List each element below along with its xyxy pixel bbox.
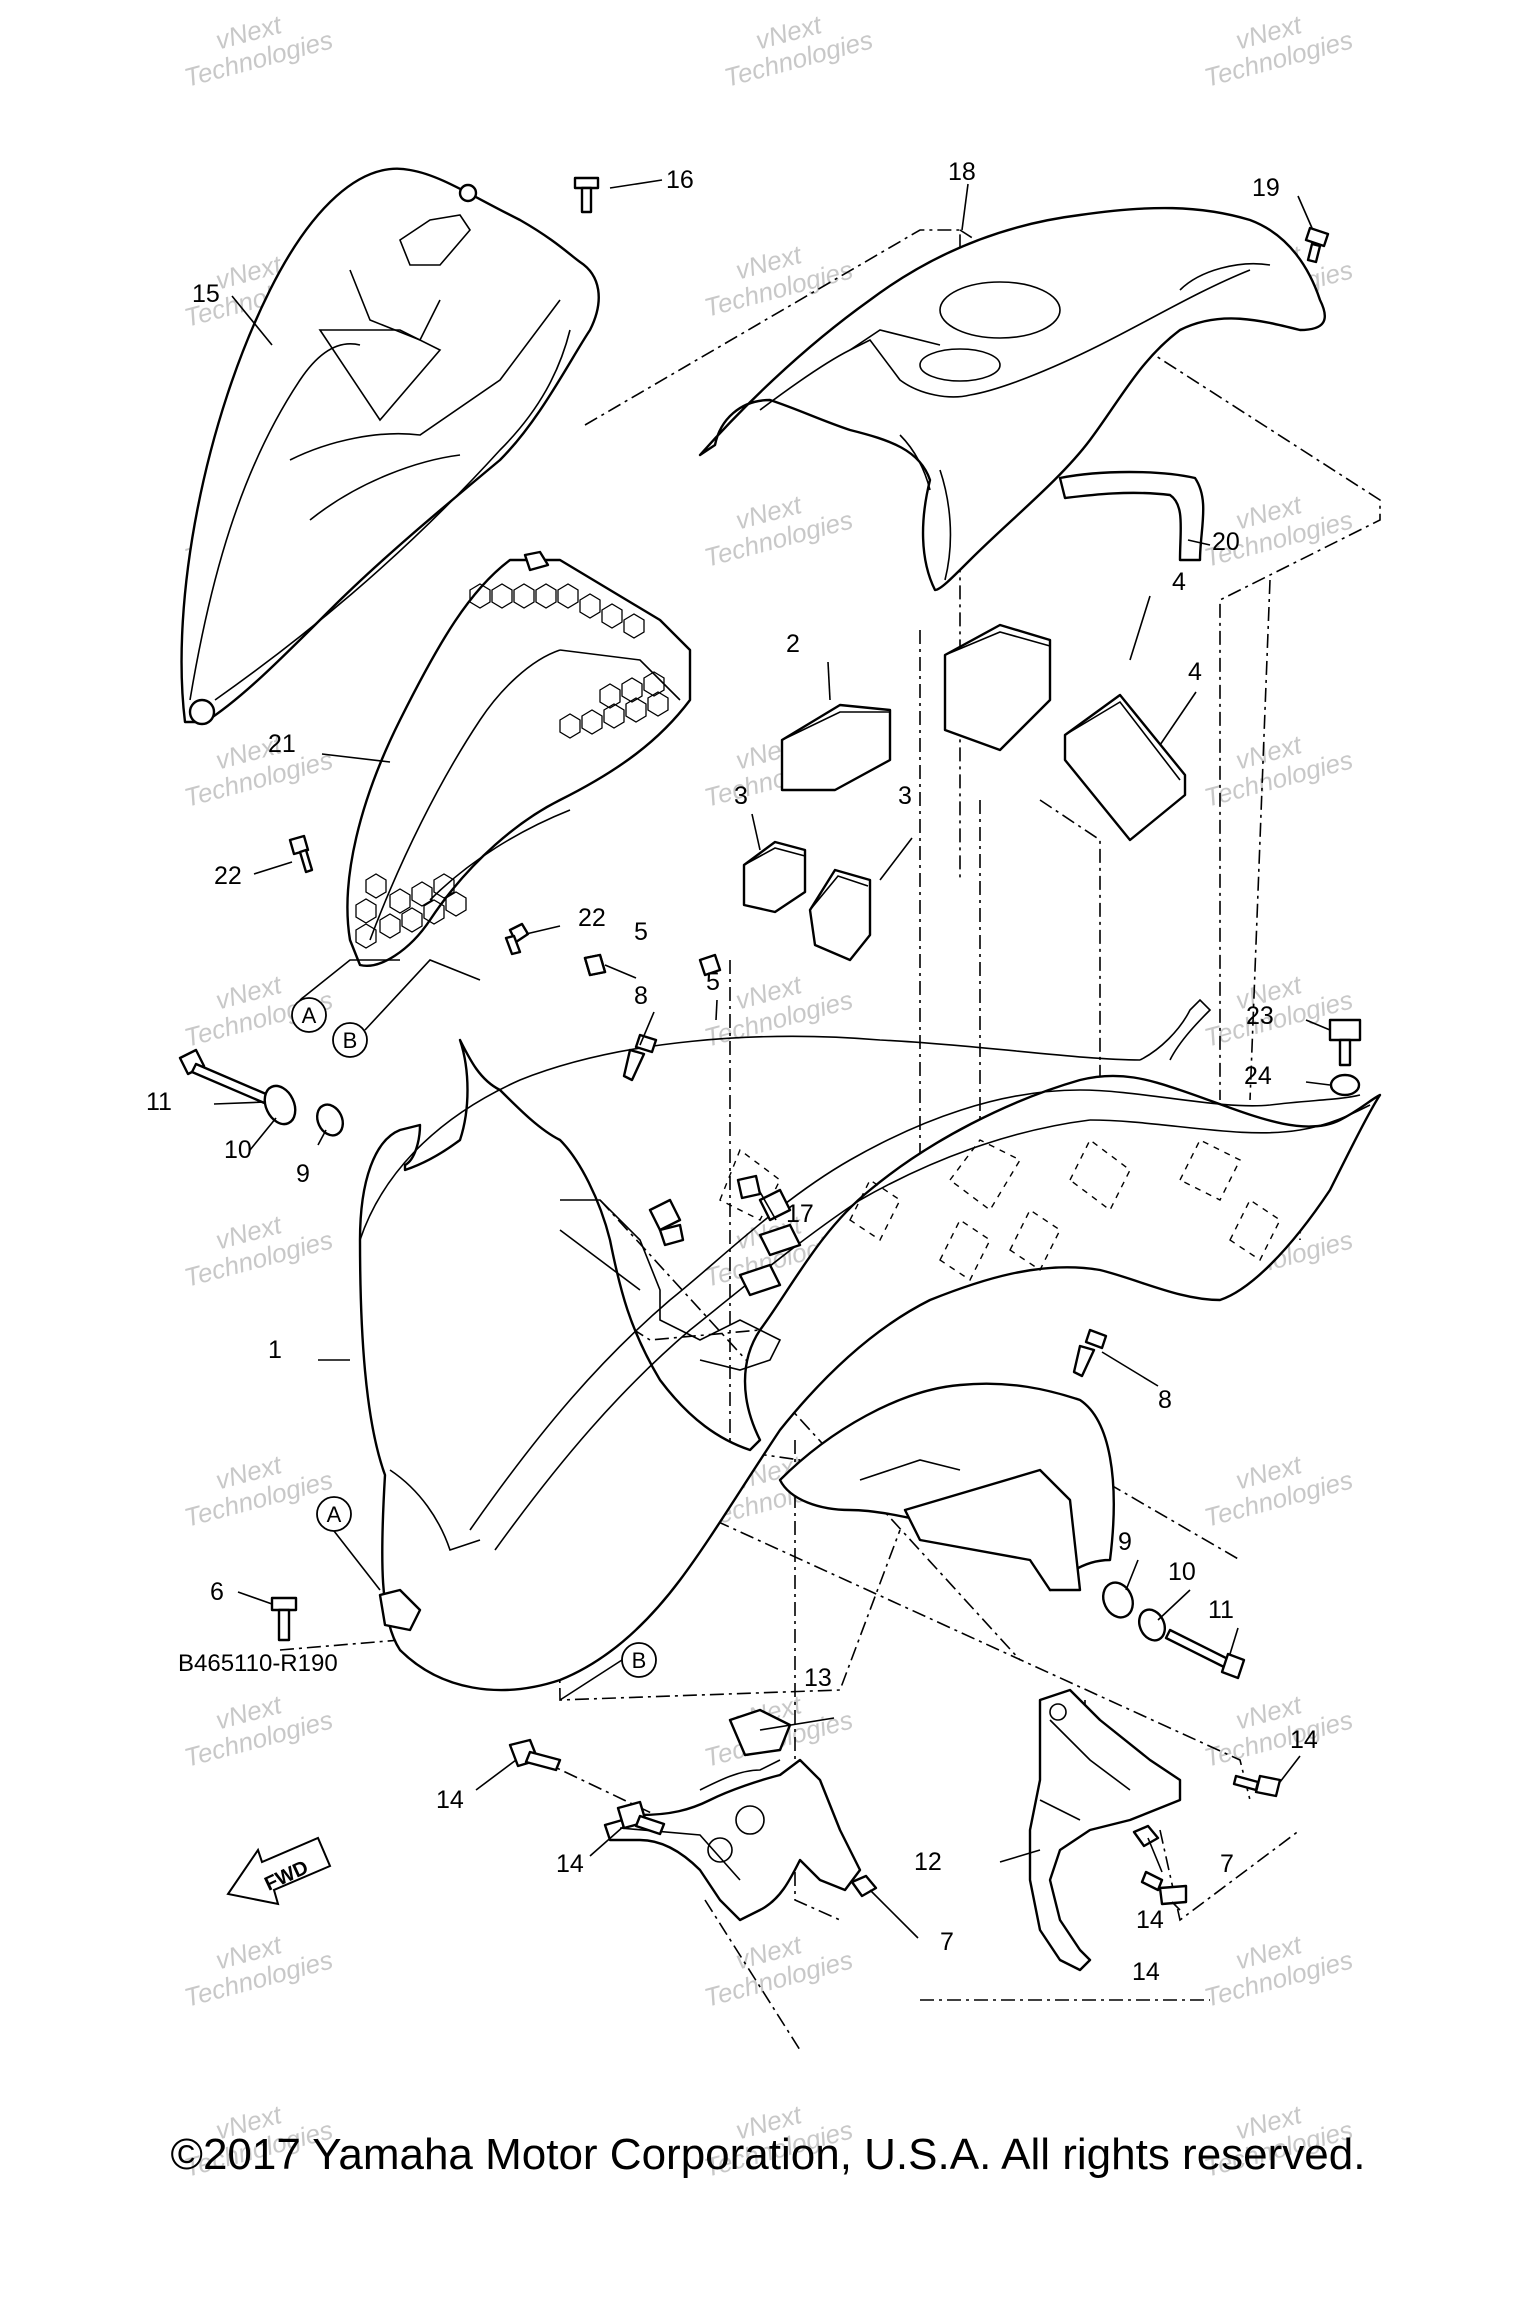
ref-b-upper-text: B: [343, 1028, 358, 1053]
diagram-code: B465110-R190: [178, 1650, 338, 1677]
reference-marks: A B A B: [291, 959, 657, 1701]
callout-22: 22: [578, 904, 606, 932]
strip-19: [1058, 470, 1205, 562]
ref-a-lower-text: A: [327, 1502, 342, 1527]
copyright-notice: ©2017 Yamaha Motor Corporation, U.S.A. A…: [170, 2130, 1366, 2179]
callout-4: 4: [1172, 568, 1186, 596]
callout-23: 23: [1246, 1002, 1274, 1030]
callout-3: 3: [734, 782, 748, 810]
callout-4: 4: [1188, 658, 1202, 686]
callout-24: 24: [1244, 1062, 1272, 1090]
callout-11: 11: [1208, 1596, 1234, 1624]
callout-9: 9: [296, 1160, 310, 1188]
pads: [583, 623, 1187, 977]
callout-7: 7: [1220, 1850, 1234, 1878]
callout-14: 14: [1290, 1726, 1318, 1754]
grille-21: [346, 550, 692, 967]
callout-22: 22: [214, 862, 242, 890]
callout-20: 20: [1212, 528, 1240, 556]
side-panel-rh: [778, 1382, 1115, 1592]
callout-16: 16: [666, 166, 694, 194]
fwd-arrow: FWD: [226, 1836, 332, 1906]
callout-8: 8: [1158, 1386, 1172, 1414]
callout-8: 8: [634, 982, 648, 1010]
callout-6: 6: [210, 1578, 224, 1606]
ref-mark-b-lower: B: [559, 1642, 657, 1701]
callout-3: 3: [898, 782, 912, 810]
callout-11: 11: [146, 1088, 172, 1116]
leader-lines: [213, 179, 1331, 1939]
ref-mark-a-upper: A: [291, 959, 400, 1033]
callout-10: 10: [1168, 1558, 1196, 1586]
callout-19: 19: [1252, 174, 1280, 202]
callout-14: 14: [1132, 1958, 1160, 1986]
ref-mark-b-upper: B: [332, 959, 481, 1058]
callout-2: 2: [786, 630, 800, 658]
ref-mark-a-lower: A: [316, 1496, 381, 1591]
ref-a-upper-text: A: [302, 1003, 317, 1028]
callout-13: 13: [804, 1664, 832, 1692]
callout-5: 5: [706, 968, 720, 996]
callout-7: 7: [940, 1928, 954, 1956]
callout-17: 17: [786, 1200, 814, 1228]
callout-18: 18: [948, 158, 976, 186]
ref-b-lower-text: B: [632, 1648, 647, 1673]
front-fender-1: [358, 998, 1382, 1692]
bracket-12: [1028, 1688, 1182, 1972]
callout-21: 21: [268, 730, 296, 758]
top-panel-18: [698, 206, 1326, 592]
callout-9: 9: [1118, 1528, 1132, 1556]
callout-14: 14: [556, 1850, 584, 1878]
callout-12: 12: [914, 1848, 942, 1876]
callout-10: 10: [224, 1136, 252, 1164]
fasteners: [178, 176, 1362, 1906]
callout-1: 1: [268, 1336, 282, 1364]
callout-14: 14: [1136, 1906, 1164, 1934]
callout-15: 15: [192, 280, 220, 308]
callout-5: 5: [634, 918, 648, 946]
callout-14: 14: [436, 1786, 464, 1814]
